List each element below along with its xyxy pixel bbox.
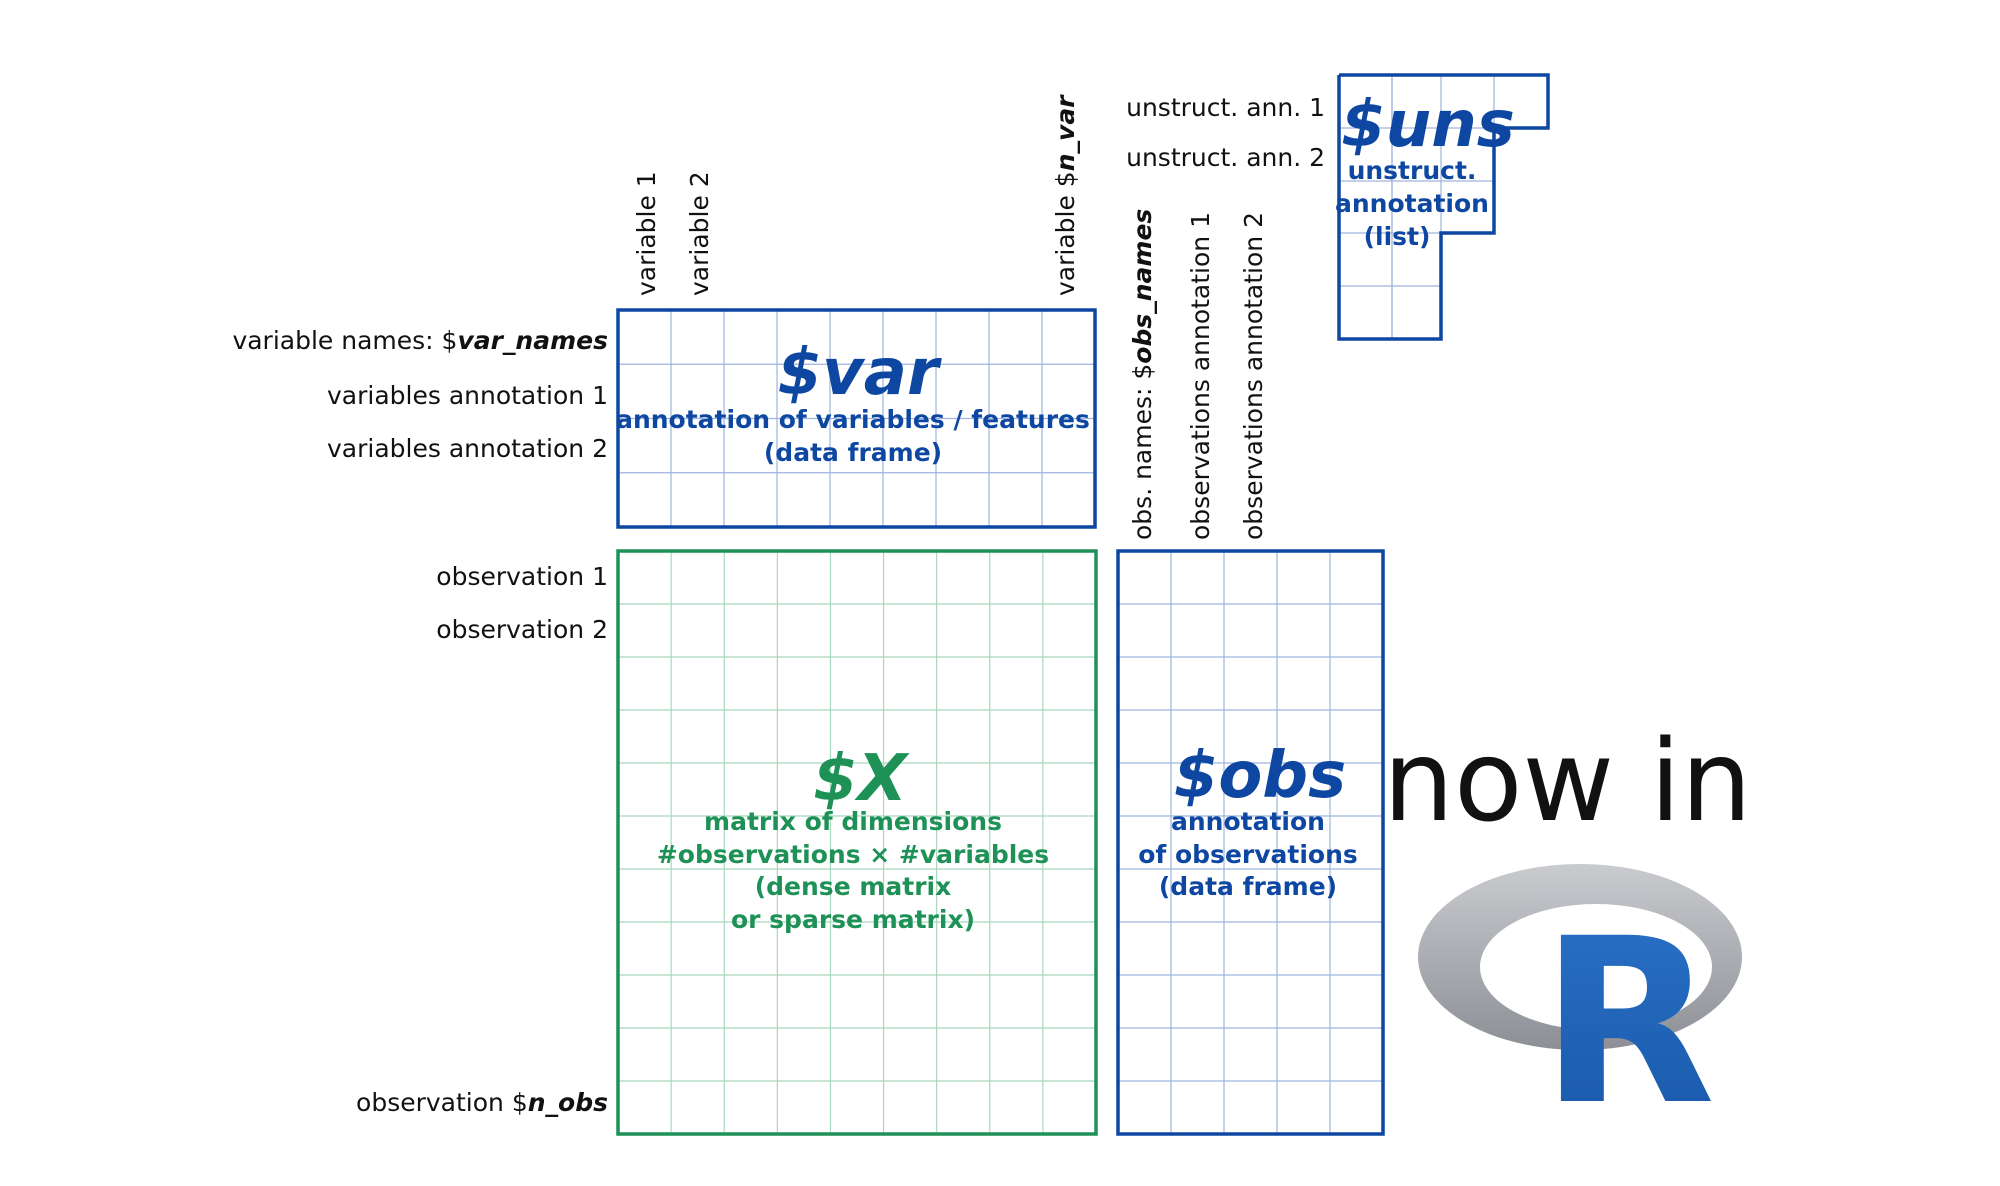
uns-label-1: unstruct. ann. 1 bbox=[1126, 93, 1325, 122]
obs-block: $obs annotation of observations (data fr… bbox=[1116, 209, 1385, 1136]
x-outline bbox=[616, 549, 1098, 1136]
r-logo-letter: R bbox=[1540, 889, 1716, 1155]
var-col-label-2: variable 2 bbox=[685, 171, 714, 296]
x-block: $X matrix of dimensions #observations × … bbox=[356, 549, 1098, 1136]
obs-desc-line-1: annotation bbox=[1171, 807, 1325, 836]
x-desc-line-4: or sparse matrix) bbox=[731, 905, 975, 934]
x-desc-line-2: #observations × #variables bbox=[657, 840, 1049, 869]
uns-desc-line-2: annotation bbox=[1335, 189, 1489, 218]
var-col-label-1: variable 1 bbox=[632, 171, 661, 296]
uns-outline bbox=[1337, 73, 1550, 341]
uns-desc-line-3: (list) bbox=[1364, 222, 1431, 251]
x-desc-line-3: (dense matrix bbox=[755, 872, 952, 901]
x-desc-line-1: matrix of dimensions bbox=[704, 807, 1002, 836]
x-row-label-n: observation $n_obs bbox=[356, 1088, 608, 1117]
x-row-label-2: observation 2 bbox=[436, 615, 608, 644]
var-desc-line-1: annotation of variables / features bbox=[616, 405, 1090, 434]
var-col-label-n: variable $n_var bbox=[1051, 94, 1080, 296]
x-title: $X bbox=[813, 742, 910, 816]
obs-names-label: obs. names: $obs_names bbox=[1128, 209, 1157, 540]
obs-desc-line-3: (data frame) bbox=[1159, 872, 1337, 901]
var-names-label: variable names: $var_names bbox=[232, 326, 608, 355]
obs-col-label-1: observations annotation 1 bbox=[1186, 212, 1215, 540]
r-logo-ring bbox=[1418, 864, 1742, 1050]
var-annotation-label-2: variables annotation 2 bbox=[327, 434, 608, 463]
obs-desc-line-2: of observations bbox=[1138, 840, 1358, 869]
var-block: $var annotation of variables / features … bbox=[232, 94, 1097, 529]
var-annotation-label-1: variables annotation 1 bbox=[327, 381, 608, 410]
uns-desc-line-1: unstruct. bbox=[1348, 156, 1477, 185]
var-desc-line-2: (data frame) bbox=[764, 438, 942, 467]
x-row-label-1: observation 1 bbox=[436, 562, 608, 591]
obs-title: $obs bbox=[1174, 739, 1346, 813]
uns-title: $uns bbox=[1341, 88, 1515, 162]
obs-col-label-2: observations annotation 2 bbox=[1239, 212, 1268, 540]
uns-label-2: unstruct. ann. 2 bbox=[1126, 143, 1325, 172]
var-title: $var bbox=[778, 336, 942, 410]
obs-outline bbox=[1116, 549, 1385, 1136]
r-logo: R bbox=[1418, 864, 1742, 1155]
tagline: now in bbox=[1383, 717, 1752, 847]
uns-block: $uns unstruct. annotation (list) unstruc… bbox=[1126, 73, 1550, 341]
grid-lines bbox=[618, 75, 1548, 1134]
var-outline bbox=[616, 308, 1097, 529]
